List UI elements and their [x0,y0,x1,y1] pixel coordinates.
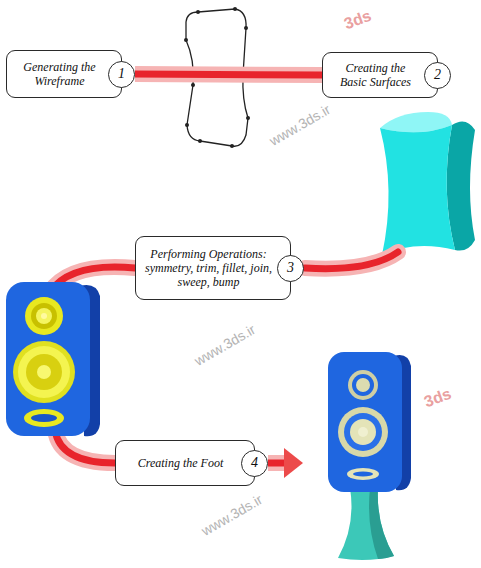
woofer-cone [26,354,62,390]
step-number-text: 2 [434,68,441,82]
woofer-ring [13,341,75,403]
surface-front [380,125,455,255]
step-box: Creating the Basic Surfaces 2 [322,52,438,98]
woofer-ring [338,407,388,457]
tweeter-ring [31,303,57,329]
watermark: www.3ds.ir [192,321,259,369]
step-box: Generating the Wireframe 1 [6,50,122,98]
speaker-front [6,282,90,436]
step-number-text: 3 [287,261,294,275]
tweeter-dome [36,308,52,324]
step-number: 3 [277,255,304,282]
flow-band [135,74,322,75]
step-text: Creating the Foot [138,456,224,470]
tweeter-ring [348,370,378,400]
woofer-cap [358,427,368,437]
wireframe-point [230,144,234,148]
step-box: Performing Operations: symmetry, trim, f… [135,236,291,300]
flow-band-glow [135,74,322,75]
speaker-with-foot [328,352,411,560]
tweeter-dome [41,313,47,319]
speaker-front [328,352,402,492]
flow-band-glow [305,252,398,269]
step-number: 4 [241,450,268,477]
port-slot-hole [31,414,57,422]
step-number: 1 [108,61,135,88]
wireframe-point [233,7,237,11]
wireframe-point [198,139,202,143]
tweeter-dome [356,378,370,392]
step-number-text: 1 [118,67,125,81]
flow-band-core [305,252,398,269]
flow-band-core [135,74,322,75]
step-text: Creating the Basic Surfaces [331,61,420,89]
wireframe-point [246,116,250,120]
flow-band-glow [268,455,286,471]
wireframe-point [184,38,188,42]
step-box: Creating the Foot 4 [115,440,255,486]
foot [338,488,394,560]
watermark: www.3ds.ir [199,491,266,539]
foot-shade [369,488,394,559]
step-number: 2 [424,62,451,89]
wireframe-point [244,26,248,30]
woofer-cone [350,419,376,445]
woofer-ring [344,413,382,451]
port-slot-hole [353,472,373,477]
watermark: 3ds [422,385,454,411]
watermark: 3ds [342,7,374,33]
port-slot [24,409,64,427]
step-text: Performing Operations: symmetry, trim, f… [144,247,273,289]
flow-band-core [268,460,286,467]
basic-surface-body [380,112,475,255]
port-slot [347,468,379,480]
flow-arrowhead [284,448,303,478]
wireframe-point [185,123,189,127]
woofer-cap [37,365,51,379]
step-number-text: 4 [251,456,258,470]
tweeter-ring [25,297,63,335]
wireframe-point [191,83,195,87]
woofer-ring [18,346,70,398]
watermark: www.3ds.ir [267,101,334,149]
speaker-body [6,282,100,436]
wireframe-point [196,10,200,14]
tweeter-ring [352,374,374,396]
step-text: Generating the Wireframe [15,60,104,88]
